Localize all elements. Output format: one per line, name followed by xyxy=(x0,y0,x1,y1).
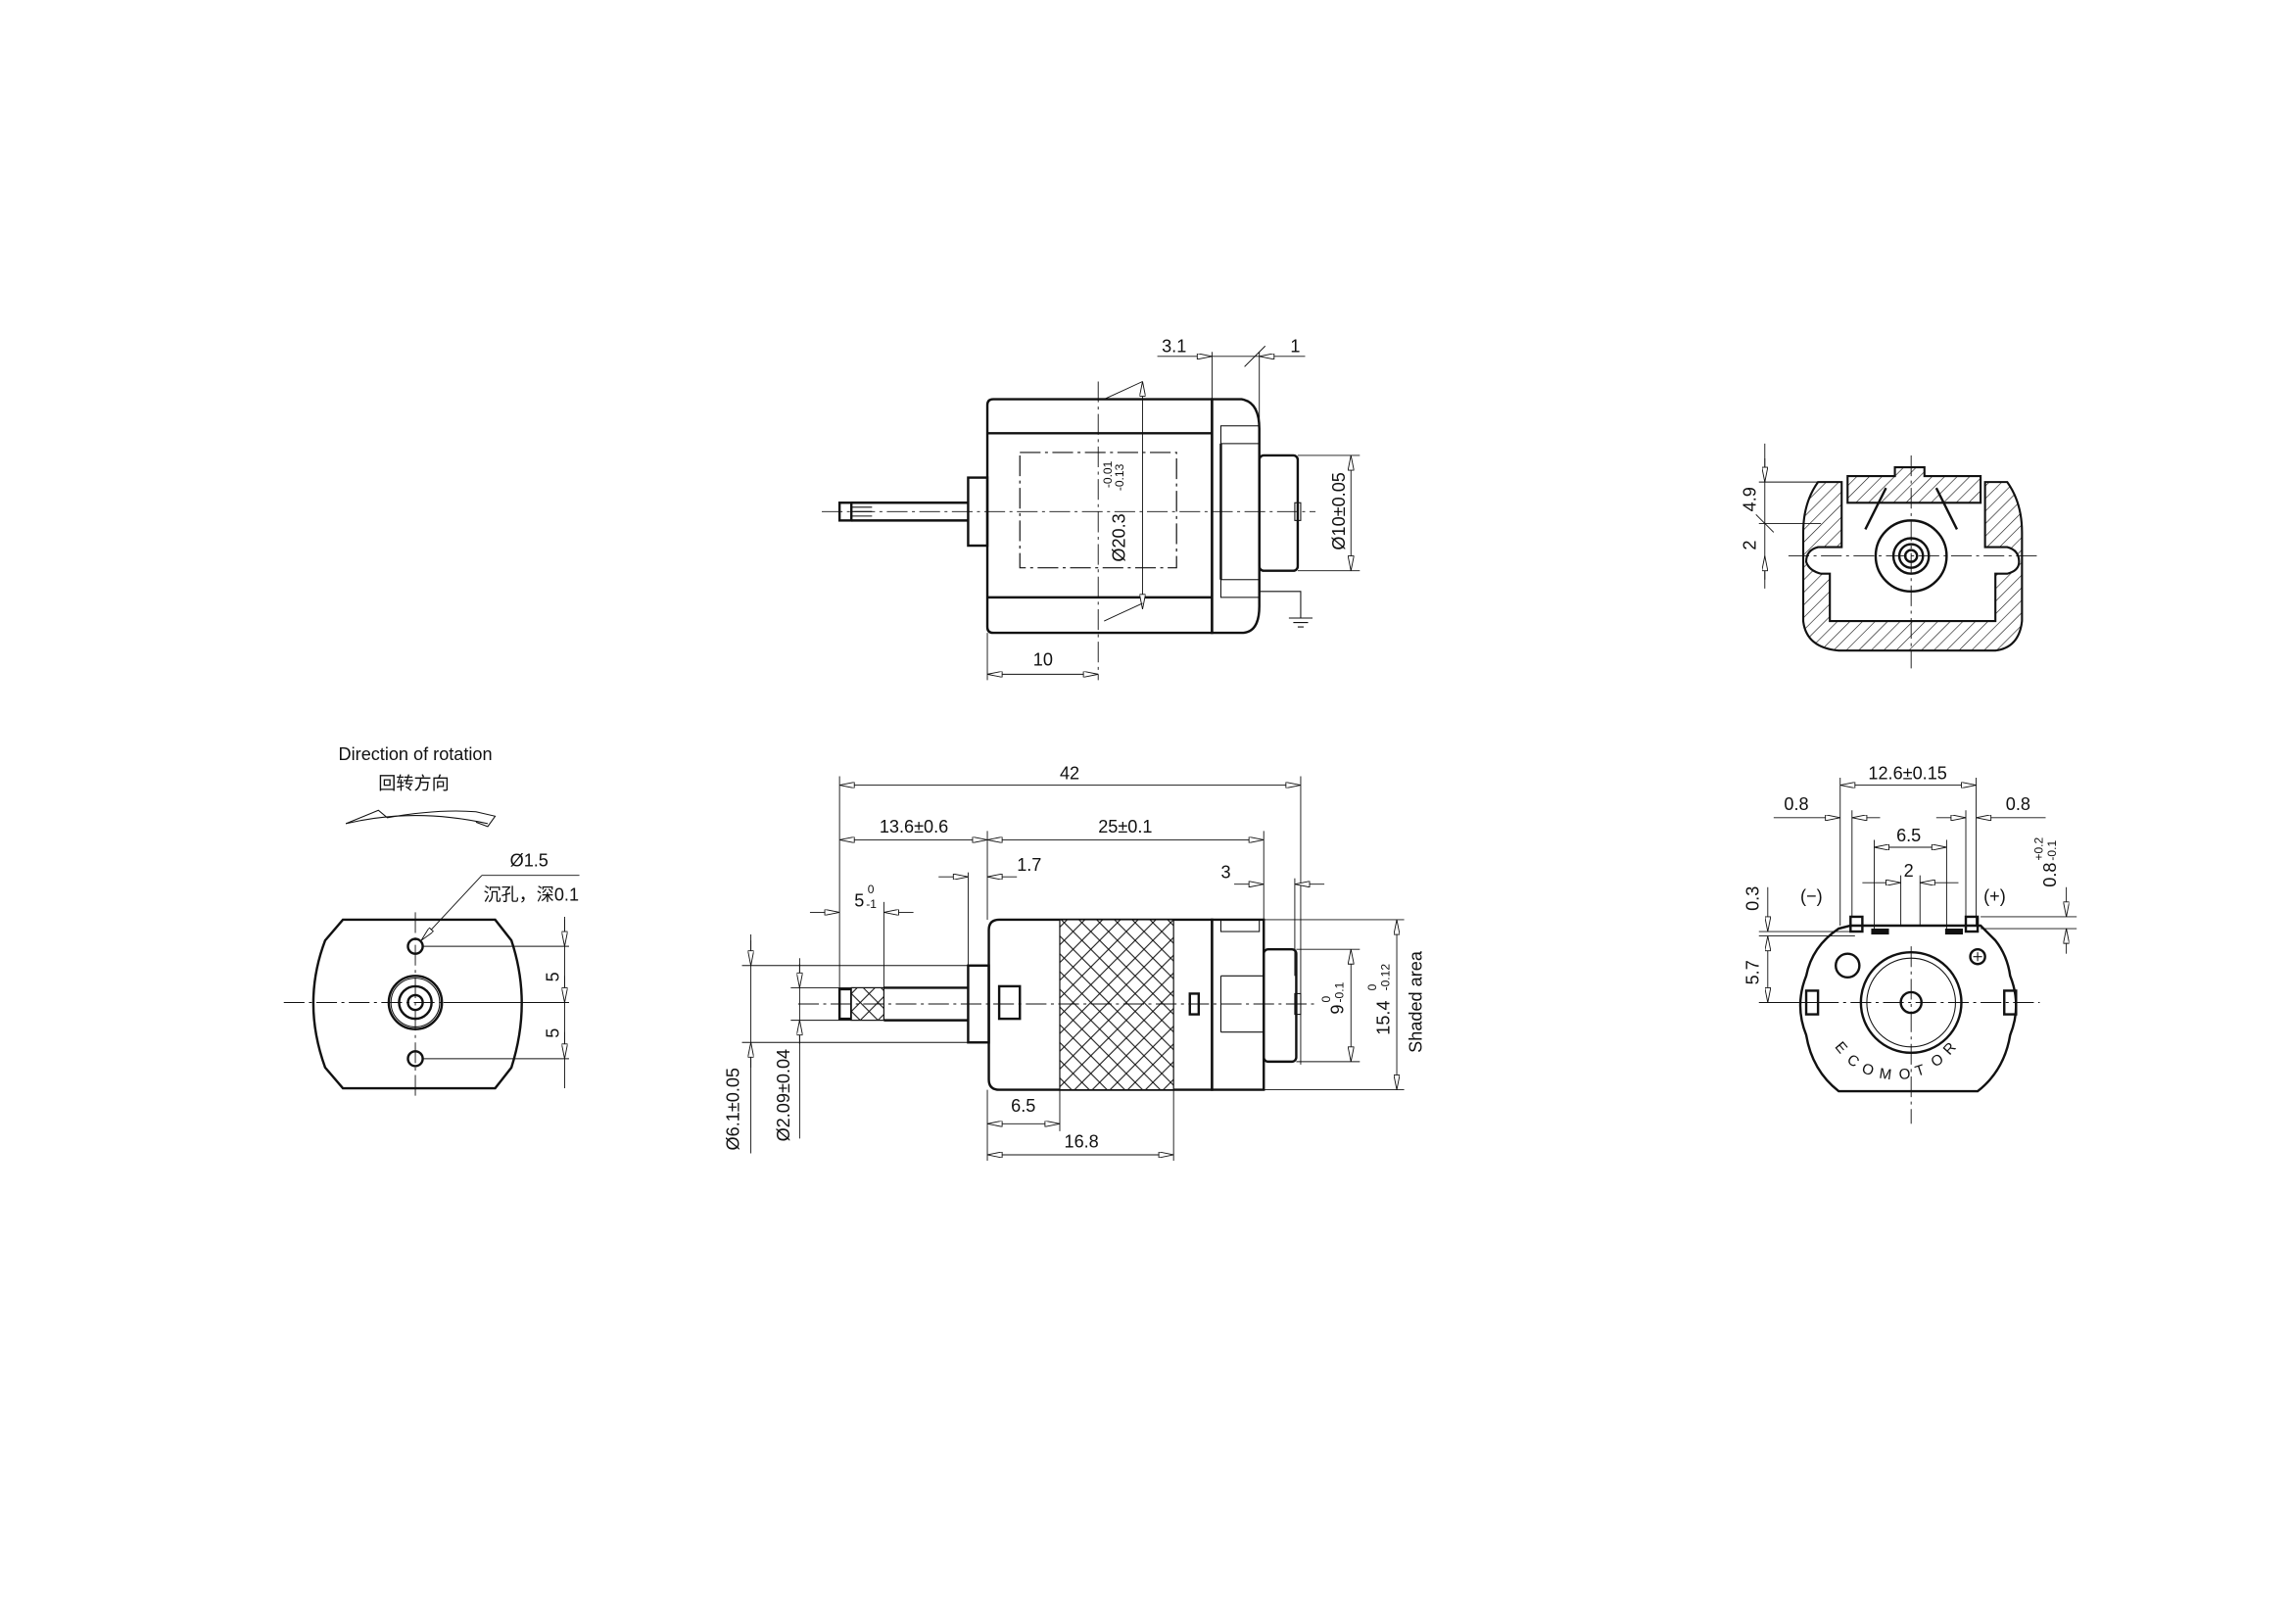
dim-magnet-offset: 10 xyxy=(1033,649,1053,669)
dim-offset-small: 0.3 xyxy=(1743,886,1763,911)
dim-terminal-spacing: 12.6±0.15 xyxy=(1868,764,1946,784)
brand-letter: M xyxy=(1878,1066,1892,1084)
dim-rear-boss: 9 xyxy=(1328,1004,1348,1014)
brush-pos xyxy=(1944,929,1963,935)
brand-letter: T xyxy=(1913,1062,1927,1080)
rotation-arrow-icon xyxy=(345,809,497,828)
dim-height-upper: 4.9 xyxy=(1741,487,1760,511)
screw-icon xyxy=(1835,952,1861,979)
dim-width-upper: 0 xyxy=(1365,983,1379,990)
cross-screw-icon xyxy=(1969,947,1986,966)
dim-terminal-height-lower: -0.1 xyxy=(2045,840,2059,861)
terminal-end-plate xyxy=(1798,924,2018,1093)
motor-body-side xyxy=(987,918,1214,1091)
dim-shade-start: 6.5 xyxy=(1011,1096,1035,1116)
dim-terminal-width-left: 0.8 xyxy=(1784,794,1808,814)
top-view: Ø20.3 -0.01 -0.13 Ø10±0.05 3.1 1 10 xyxy=(822,336,1360,681)
dim-shaft-diameter: Ø2.09±0.04 xyxy=(774,1049,793,1142)
dim-shade-end: 16.8 xyxy=(1065,1131,1099,1151)
brush-neg xyxy=(1871,929,1889,935)
end-plate xyxy=(311,918,523,1090)
dim-cap-offset: 1 xyxy=(1290,336,1300,356)
shaded-area-label: Shaded area xyxy=(1407,950,1426,1053)
dim-overall-length: 42 xyxy=(1060,764,1079,784)
rotation-title-cn: 回转方向 xyxy=(378,774,449,793)
dim-hole-spacing-upper: 5 xyxy=(543,972,562,981)
rear-boss xyxy=(1258,454,1300,572)
housing-section xyxy=(1801,481,2024,652)
brand-letter: O xyxy=(1928,1051,1946,1072)
dim-boss-length: 1.7 xyxy=(1017,855,1041,875)
brand-letter: R xyxy=(1940,1039,1960,1059)
dim-knurl-upper: 0 xyxy=(868,883,875,896)
dim-body-length: 25±0.1 xyxy=(1098,817,1152,836)
cap-section xyxy=(1846,465,1982,504)
section-view: 4.9 2 xyxy=(1741,443,2040,669)
brand-letter: E xyxy=(1832,1038,1850,1057)
dim-knurl-lower: -1 xyxy=(866,897,877,911)
end-cap xyxy=(1211,398,1261,635)
side-view: 42 13.6±0.6 25±0.1 1.7 5 0 -1 3 Ø6.1±0.0… xyxy=(724,764,1426,1162)
motor-body xyxy=(985,398,1214,635)
hole-note: 沉孔，深0.1 xyxy=(483,884,579,904)
rear-boss-side xyxy=(1263,947,1298,1064)
positive-terminal-label: (+) xyxy=(1983,886,2006,906)
rotation-title: Direction of rotation xyxy=(339,744,493,764)
dim-height-lower: 2 xyxy=(1741,540,1760,549)
brand-letter: C xyxy=(1843,1051,1862,1071)
dim-width: 15.4 xyxy=(1373,1000,1393,1034)
dim-hole-spacing-lower: 5 xyxy=(543,1028,562,1038)
brand-letter: O xyxy=(1898,1066,1911,1083)
dim-hole-diameter: Ø1.5 xyxy=(510,851,549,871)
dim-boss-diameter: Ø10±0.05 xyxy=(1329,472,1349,549)
dim-terminal-height: 0.8 xyxy=(2040,863,2060,887)
dim-center-gap: 2 xyxy=(1904,861,1914,881)
brand-letter: O xyxy=(1860,1060,1877,1079)
dim-offset-center: 5.7 xyxy=(1743,960,1763,984)
dim-rear-boss-lower: -0.1 xyxy=(1333,981,1347,1002)
dim-tol-lower: -0.13 xyxy=(1113,463,1126,491)
negative-terminal-label: (−) xyxy=(1800,886,1823,906)
end-view: Direction of rotation 回转方向 5 5 Ø1.5 沉孔，深… xyxy=(283,744,580,1098)
shaded-area xyxy=(1059,919,1174,1091)
dim-cap-length: 3 xyxy=(1220,863,1230,883)
dim-boss-diameter-side: Ø6.1±0.05 xyxy=(724,1068,743,1150)
dim-width-lower: -0.12 xyxy=(1378,964,1392,991)
dim-terminal-height-upper: +0.2 xyxy=(2031,836,2045,860)
dim-tol-upper: -0.01 xyxy=(1101,460,1115,488)
end-cap-side xyxy=(1211,918,1265,1091)
terminal-view: E C O M O T O R (−) (+) 12.6±0.15 0.8 0.… xyxy=(1743,764,2077,1124)
dim-knurl-length: 5 xyxy=(854,890,864,910)
dim-rear-boss-upper: 0 xyxy=(1319,996,1333,1003)
dim-flange-offset: 3.1 xyxy=(1162,336,1186,356)
dim-terminal-width-right: 0.8 xyxy=(2006,794,2030,814)
ground-icon xyxy=(1259,591,1313,628)
dim-brush-spacing: 6.5 xyxy=(1896,826,1921,845)
dim-shaft-length: 13.6±0.6 xyxy=(880,817,948,836)
dim-body-diameter: Ø20.3 xyxy=(1109,513,1128,561)
